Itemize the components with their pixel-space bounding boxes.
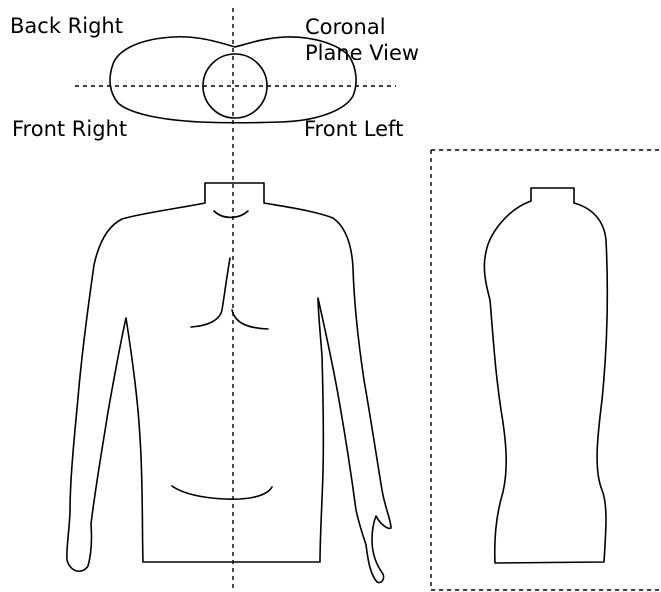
- front-torso-outline: [67, 183, 391, 583]
- coronal-plane-view-label: Coronal Plane View: [305, 14, 445, 60]
- coronal-label-line-1: Coronal: [305, 14, 445, 40]
- back-right-label: Back Right: [10, 14, 123, 38]
- front-left-label: Front Left: [304, 117, 403, 141]
- sternum-line: [191, 258, 230, 327]
- side-view-frame: [431, 150, 661, 590]
- coronal-label-line-2: Plane View: [305, 40, 445, 60]
- abdomen-line: [172, 486, 272, 499]
- front-right-label: Front Right: [12, 117, 127, 141]
- side-torso-outline: [484, 188, 607, 563]
- pectoral-line: [232, 310, 268, 329]
- collarbone-curve: [214, 211, 248, 217]
